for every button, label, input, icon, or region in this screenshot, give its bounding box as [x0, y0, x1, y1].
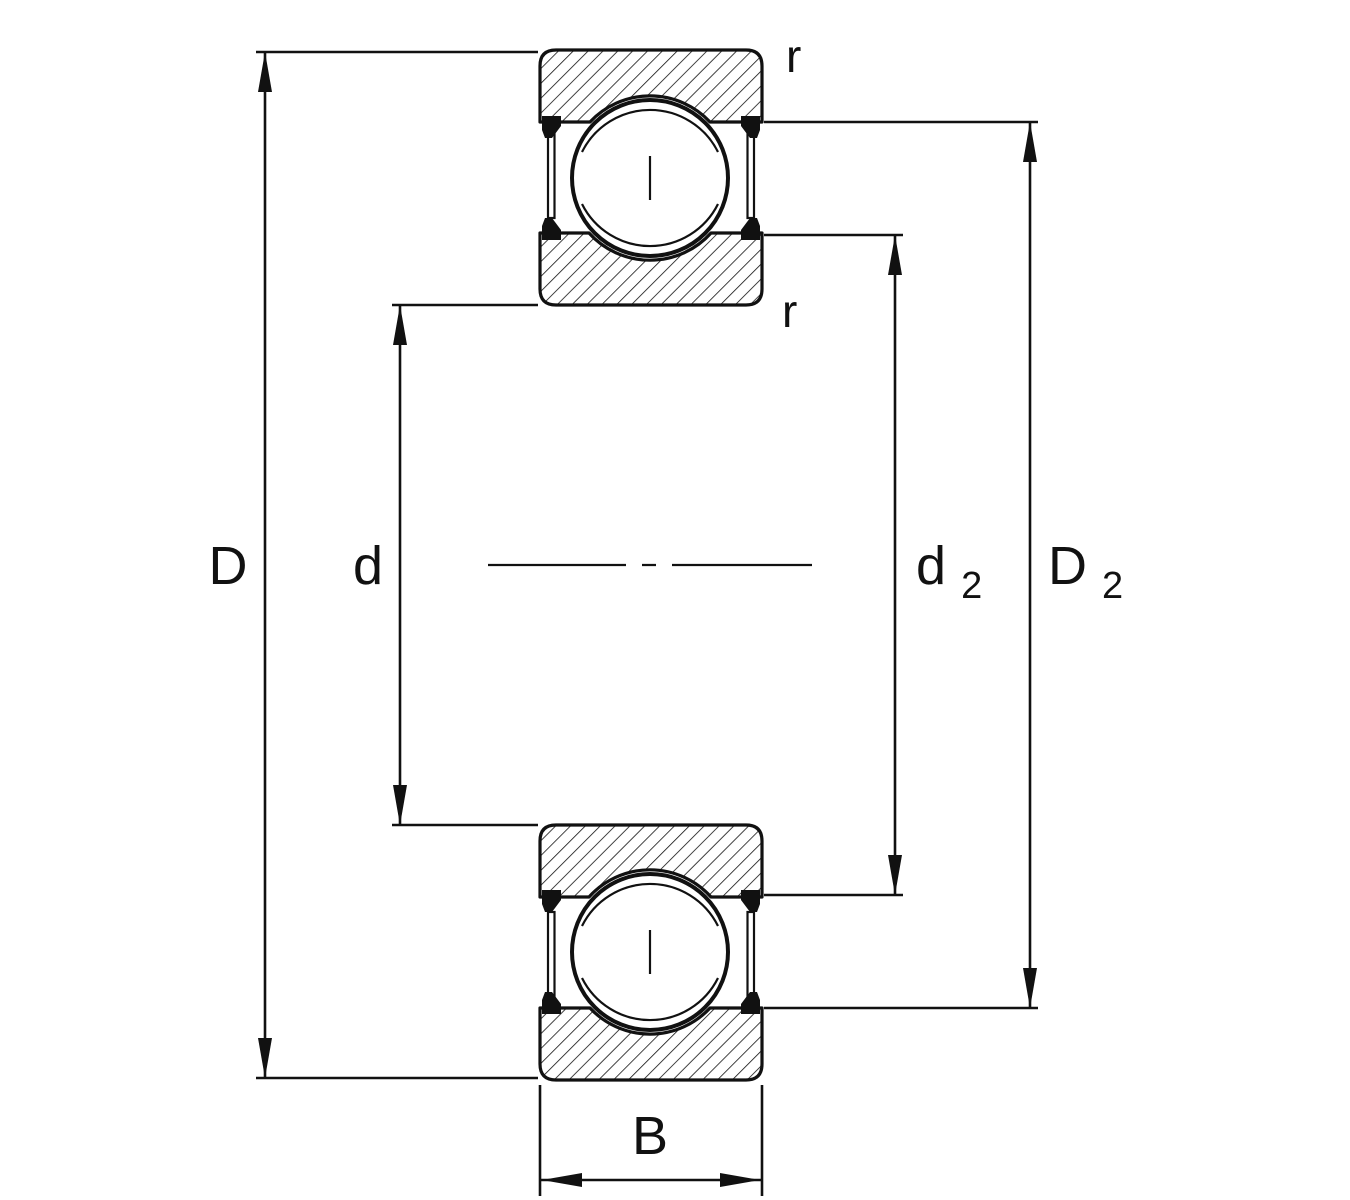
arrowhead-icon — [393, 785, 407, 825]
inner-ring-bottom — [538, 823, 764, 899]
radius-labels: r r — [782, 30, 801, 337]
outer-ring-top — [538, 48, 764, 124]
arrowhead-icon — [258, 1038, 272, 1078]
dimension-B: B — [538, 1085, 764, 1196]
shield-anchor-icon — [741, 116, 760, 138]
label-r-top: r — [786, 30, 801, 82]
raceway-arc — [581, 882, 719, 927]
raceway-arc — [581, 977, 719, 1022]
dimension-D2: D 2 — [764, 120, 1123, 1010]
dimension-D: D — [209, 50, 538, 1080]
label-d: d — [353, 536, 383, 596]
raceway-arc — [581, 203, 719, 248]
shield-plate-right-bottom — [746, 910, 756, 998]
shield-anchor-icon — [741, 890, 760, 912]
label-r-bottom: r — [782, 285, 797, 337]
arrowhead-icon — [1023, 968, 1037, 1008]
label-D2: D 2 — [1048, 536, 1123, 607]
top-section — [538, 48, 764, 307]
shield-anchor-icon — [542, 218, 561, 240]
label-d2-base: d — [916, 536, 946, 596]
shield-anchor-icon — [741, 218, 760, 240]
arrowhead-icon — [542, 1173, 582, 1187]
shield-anchor-icon — [542, 116, 561, 138]
label-D2-sub: 2 — [1102, 565, 1123, 607]
arrowhead-icon — [720, 1173, 760, 1187]
arrowhead-icon — [393, 305, 407, 345]
arrowhead-icon — [1023, 122, 1037, 162]
arrowhead-icon — [258, 52, 272, 92]
raceway-arc — [581, 108, 719, 153]
dimension-d2: d 2 — [764, 233, 982, 897]
label-d2: d 2 — [916, 536, 982, 607]
inner-ring-top — [538, 231, 764, 307]
bearing-cross-section — [488, 48, 812, 1082]
shield-anchor-icon — [741, 992, 760, 1014]
shield-anchor-icon — [542, 992, 561, 1014]
shield-plate-right-top — [746, 132, 756, 220]
dimension-d: d — [353, 303, 538, 827]
shield-plate-left-top — [546, 132, 556, 220]
bottom-section — [538, 823, 764, 1082]
arrowhead-icon — [888, 235, 902, 275]
outer-ring-bottom — [538, 1006, 764, 1082]
arrowhead-icon — [888, 855, 902, 895]
shield-anchor-icon — [542, 890, 561, 912]
label-D2-base: D — [1048, 536, 1087, 596]
label-D: D — [209, 536, 248, 596]
shield-plate-left-bottom — [546, 910, 556, 998]
label-d2-sub: 2 — [961, 565, 982, 607]
label-B: B — [632, 1106, 668, 1166]
